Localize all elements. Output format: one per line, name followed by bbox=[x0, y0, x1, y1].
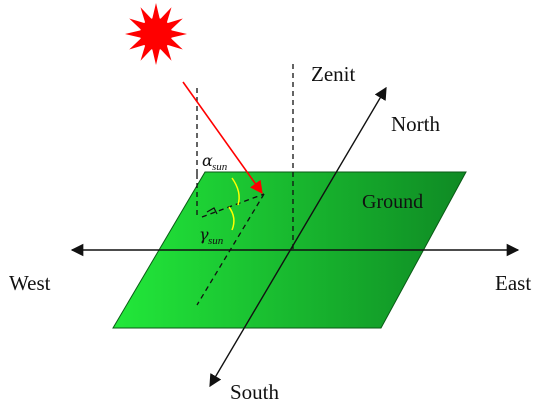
south-north-axis bbox=[209, 86, 387, 388]
alpha-sun-label: α sun bbox=[202, 151, 228, 173]
sun-icon bbox=[125, 3, 187, 65]
gamma-sun-label: γ sun bbox=[199, 225, 224, 247]
south-label: South bbox=[230, 380, 280, 404]
gamma-symbol: γ bbox=[199, 225, 209, 244]
north-label: North bbox=[391, 112, 440, 136]
ground-label: Ground bbox=[362, 191, 423, 213]
alpha-symbol: α bbox=[202, 151, 213, 170]
gamma-subscript: sun bbox=[208, 235, 224, 247]
east-label: East bbox=[495, 271, 531, 295]
alpha-subscript: sun bbox=[212, 161, 228, 173]
west-label: West bbox=[9, 271, 51, 295]
zenit-label: Zenit bbox=[311, 62, 355, 86]
